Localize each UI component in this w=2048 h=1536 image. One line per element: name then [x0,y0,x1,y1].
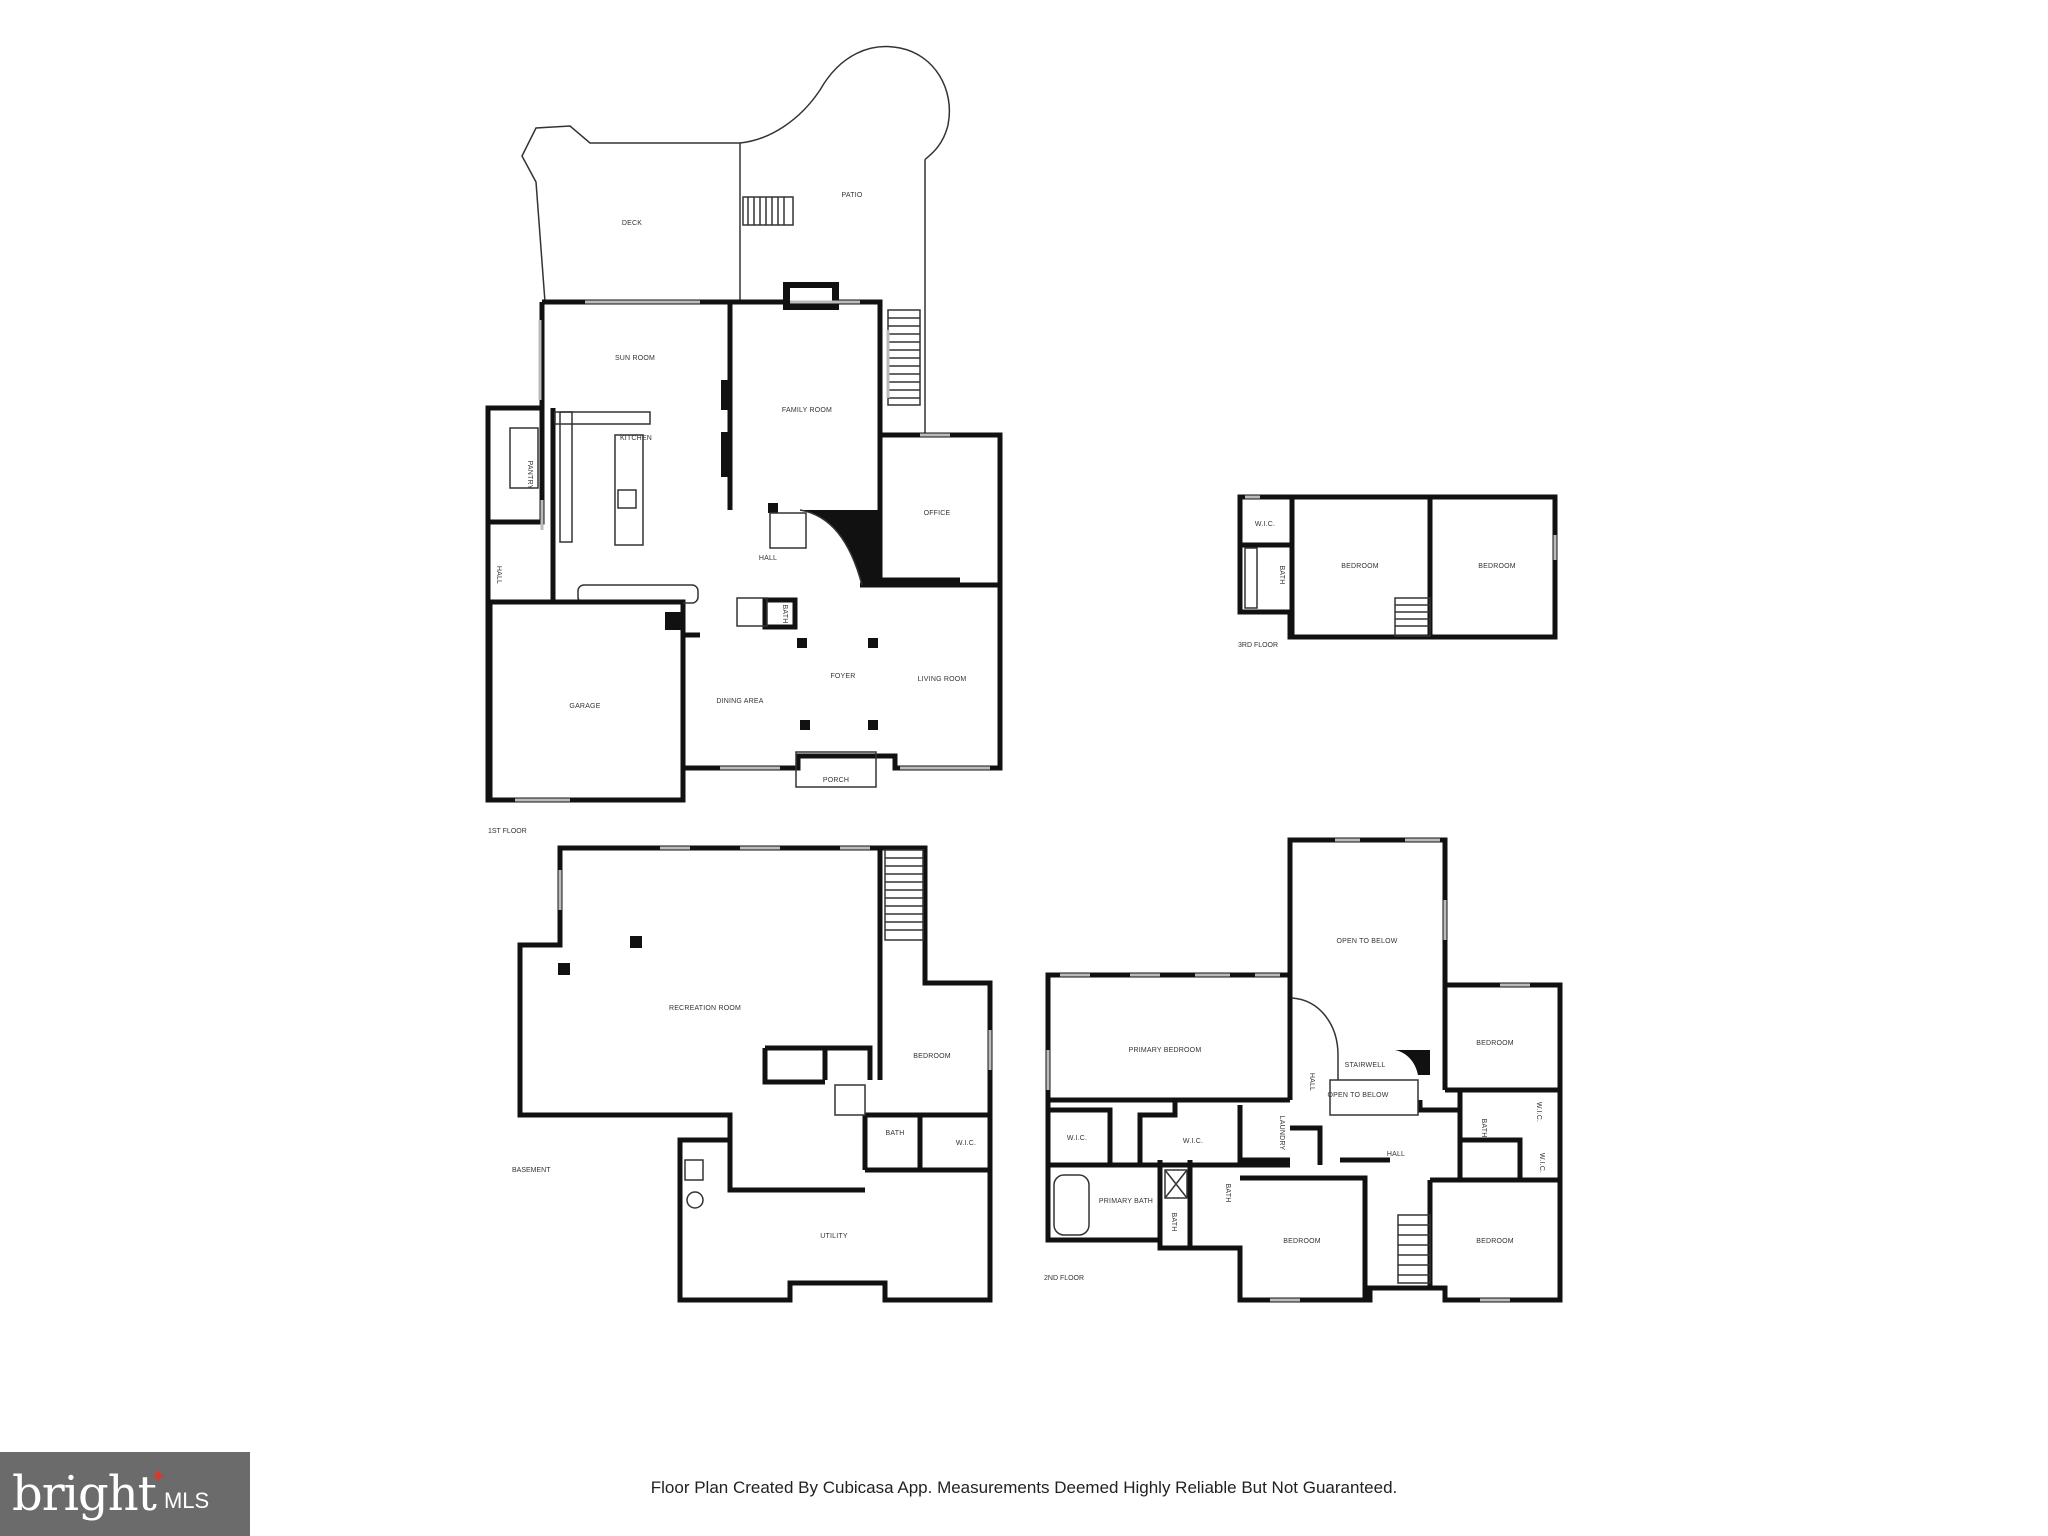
label-laundry: LAUNDRY [1278,1116,1285,1151]
label-bath-2nd-3: BATH [1170,1213,1177,1232]
shower-icon [1164,1169,1188,1199]
label-bedroom-ne: BEDROOM [1476,1040,1514,1047]
first-floor-exterior-wall [487,299,1003,803]
label-dining-area: DINING AREA [716,698,763,705]
label-deck: DECK [622,220,642,227]
label-primary-bedroom: PRIMARY BEDROOM [1129,1047,1202,1054]
label-bath-2nd-1: BATH [1480,1119,1487,1138]
label-porch: PORCH [823,777,849,784]
label-garage: GARAGE [569,703,600,710]
label-pantry: PANTRY [526,461,533,490]
label-stairwell: STAIRWELL [1345,1062,1386,1069]
label-hall: HALL [759,555,777,562]
label-bedroom-third-1: BEDROOM [1341,563,1379,570]
label-wic-2nd-2: W.I.C. [1183,1138,1203,1145]
label-bath-third: BATH [1278,566,1285,585]
label-recreation-room: RECREATION ROOM [669,1005,741,1012]
label-wic-2nd-3: W.I.C. [1535,1102,1542,1122]
logo-wordmark: bright [12,1466,157,1522]
deck-stairs [742,196,794,226]
second-floor-stairs [1397,1214,1431,1284]
basement-plan [517,845,993,1303]
second-floor-exterior-wall [1045,837,1563,1303]
label-bedroom-third-2: BEDROOM [1478,563,1516,570]
kitchen-island [614,434,644,546]
label-bath-basement: BATH [886,1130,905,1137]
logo-suffix: MLS [163,1488,210,1513]
bathtub-icon [1053,1174,1090,1236]
second-floor-curved-stair-icon [1395,1050,1430,1075]
curved-stair-icon [800,510,880,585]
label-2nd-floor: 2ND FLOOR [1044,1275,1084,1282]
label-1st-floor: 1ST FLOOR [488,828,527,835]
deck-outline [521,125,741,303]
patio-outline [739,45,950,435]
label-family-room: FAMILY ROOM [782,407,832,414]
label-living-room: LIVING ROOM [918,676,967,683]
bright-mls-logo: bright MLS ✦ [0,1452,250,1536]
label-wic-basement: W.I.C. [956,1140,976,1147]
label-wic-2nd-4: W.I.C. [1538,1153,1545,1173]
label-3rd-floor: 3RD FLOOR [1238,642,1278,649]
label-kitchen: KITCHEN [620,435,652,442]
floor-plan-disclaimer: Floor Plan Created By Cubicasa App. Meas… [650,1478,1398,1497]
label-bedroom-sw: BEDROOM [1283,1238,1321,1245]
label-hall-side: HALL [495,566,502,584]
logo-star-icon: ✦ [150,1466,167,1488]
third-floor-stairs [1394,597,1431,637]
label-open-to-below: OPEN TO BELOW [1327,1092,1388,1099]
label-bath-2nd-2: BATH [1224,1184,1231,1203]
label-hall-vertical: HALL [1308,1073,1315,1091]
label-basement: BASEMENT [512,1167,551,1174]
label-wic-third: W.I.C. [1255,521,1275,528]
label-patio: PATIO [842,192,863,199]
first-floor-plan [485,45,1003,803]
label-sun-room: SUN ROOM [615,355,655,362]
water-heater-icon [686,1191,704,1209]
third-floor-plan [1237,494,1558,640]
label-utility: UTILITY [820,1233,848,1240]
second-floor-plan [1045,837,1563,1303]
label-bath-first: BATH [781,605,788,624]
label-bedroom-basement: BEDROOM [913,1053,951,1060]
label-primary-bath: PRIMARY BATH [1099,1198,1153,1205]
label-bedroom-se: BEDROOM [1476,1238,1514,1245]
label-office: OFFICE [924,510,951,517]
cooktop-icon [617,489,637,509]
label-foyer: FOYER [830,673,855,680]
label-hall-2nd: HALL [1387,1151,1405,1158]
room-labels: DECK PATIO SUN ROOM FAMILY ROOM KITCHEN … [488,192,1545,1282]
basement-exterior-wall [517,845,993,1303]
basement-stairs [884,849,924,941]
label-wic-2nd-1: W.I.C. [1067,1135,1087,1142]
label-open-to-below-top: OPEN TO BELOW [1336,938,1397,945]
